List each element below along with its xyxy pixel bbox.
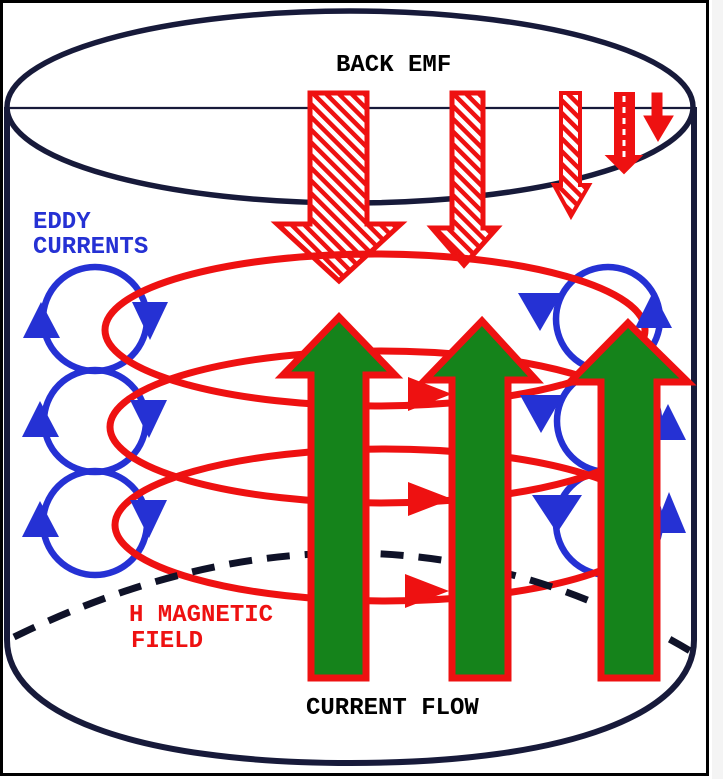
current-flow-label: CURRENT FLOW (306, 695, 479, 722)
back-emf-arrows (270, 90, 674, 285)
current-flow-arrow-icon (274, 311, 404, 682)
eddy-arrowhead-down-icon (518, 293, 562, 331)
eddy-arrowhead-down-icon (520, 395, 563, 433)
back-emf-arrow-thin-icon (604, 92, 644, 175)
h-field-direction-arrowheads (405, 377, 452, 608)
field-arrowhead-right-icon (408, 377, 452, 411)
h-magnetic-field-label-line1: H MAGNETIC (129, 602, 273, 629)
canvas-right-margin (712, 0, 723, 779)
h-magnetic-field-label-line2: FIELD (131, 628, 203, 655)
back-emf-arrow-small-icon (550, 91, 593, 221)
eddy-arrowhead-up-icon (635, 292, 672, 328)
eddy-arrowhead-down-icon (130, 500, 167, 538)
field-arrowhead-right-icon (408, 482, 452, 516)
current-flow-arrows (274, 311, 697, 682)
eddy-arrowhead-up-icon (22, 401, 59, 437)
cylinder-body-outline (4, 107, 697, 767)
current-flow-arrow-icon (561, 318, 697, 682)
h-field-loop-icon (101, 250, 649, 410)
eddy-arrowhead-down-icon (130, 400, 167, 438)
eddy-arrowhead-up-icon (22, 501, 59, 537)
back-emf-arrow-medium-icon (426, 90, 503, 269)
eddy-currents-label-line1: EDDY (33, 209, 91, 236)
back-emf-arrow-tiny-icon (643, 92, 674, 142)
back-emf-label: BACK EMF (336, 52, 451, 79)
labels: BACK EMF EDDY CURRENTS H MAGNETIC FIELD … (33, 52, 479, 722)
eddy-arrowhead-up-icon (653, 492, 686, 533)
current-flow-arrow-icon (416, 315, 544, 682)
eddy-currents-label-line2: CURRENTS (33, 234, 148, 261)
eddy-arrowhead-up-icon (23, 302, 60, 338)
field-arrowhead-right-icon (405, 574, 449, 608)
eddy-arrowhead-down-icon (532, 495, 582, 533)
eddy-direction-arrowheads (22, 292, 686, 538)
eddy-arrowhead-down-icon (132, 302, 168, 340)
image-border (0, 0, 709, 776)
